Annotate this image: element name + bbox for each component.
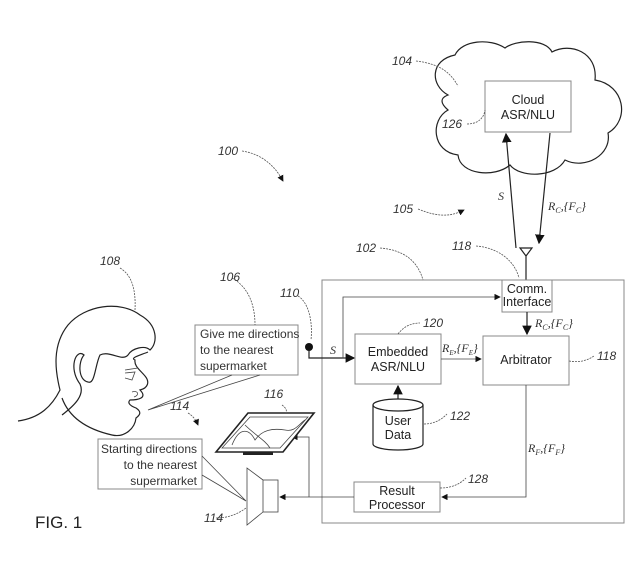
arbitrator-label: Arbitrator [500,353,551,367]
cloud-shape [434,41,623,175]
final-result-label: RF,{FF} [527,441,565,457]
response-bubble [97,438,203,490]
comm-interface-line2: Interface [503,295,552,309]
result-processor-line1: Result [379,484,415,498]
user-data-line2: Data [385,428,411,442]
ref-label-speech-bubble: 106 [220,270,240,284]
ref-label-output-devices: 114 [170,399,189,413]
embedded-asr-line1: Embedded [368,345,429,359]
cloud-asr-block [484,80,572,133]
response-bubble-line2: to the nearest [124,458,198,472]
ref-label-cloud: 104 [392,54,412,68]
ref-label-embedded-asr: 120 [423,316,443,330]
ref-label-user-data: 122 [450,409,470,423]
comm-interface-line1: Comm. [507,282,547,296]
cloud-asr-line2: ASR/NLU [501,108,555,122]
speech-bubble-line2: to the nearest [200,343,274,357]
microphone-icon [305,343,313,351]
speaker-icon [246,467,279,526]
response-bubble-line1: Starting directions [101,442,197,456]
embedded-asr-block [354,333,442,385]
cloud-asr-line1: Cloud [512,93,545,107]
result-processor-line2: Processor [369,498,425,512]
ref-label-display: 116 [264,387,283,401]
ref-label-result-processor: 128 [468,472,488,486]
cloud-result-label: RC,{FC} [547,199,586,215]
embedded-result-label: RE,{FE} [441,341,478,357]
ref-label-antenna: 118 [452,239,471,253]
speech-to-comm-arrow [342,293,501,358]
speech-bubble-line3: supermarket [200,359,267,373]
svg-text:RC,{FC}: RC,{FC} [547,199,586,215]
svg-text:RC,{FC}: RC,{FC} [534,316,573,332]
final-result-arrow [441,385,527,501]
display-icon [214,412,316,455]
speech-bubble [194,324,299,376]
speech-uplink-arrow [501,132,517,249]
ref-label-arbitrator: 118 [597,349,616,363]
ref-label-microphone: 110 [280,286,299,300]
svg-text:RE,{FE}: RE,{FE} [441,341,478,357]
arbitrator-block [482,335,570,386]
user-head-illustration [17,305,156,437]
speech-signal-label: S [330,343,336,357]
speech-bubble-line1: Give me directions [200,327,299,341]
ref-label-speaker: 114 [204,511,223,525]
cloud-result-downlink-arrow [535,132,551,245]
figure-label: FIG. 1 [35,513,82,532]
comm-result-label: RC,{FC} [534,316,573,332]
ref-label-cloud-asr: 126 [442,117,462,131]
uplink-signal-label: S [498,189,504,203]
user-data-line1: User [385,414,411,428]
ref-label-network: 105 [393,202,413,216]
output-to-display-arrow [291,433,310,497]
ref-label-system: 100 [218,144,238,158]
embedded-asr-line2: ASR/NLU [371,360,425,374]
result-processor-block [353,481,441,513]
ref-label-device: 102 [356,241,376,255]
ref-label-user: 108 [100,254,120,268]
response-bubble-line3: supermarket [130,474,197,488]
svg-text:RF,{FF}: RF,{FF} [527,441,565,457]
antenna-icon [518,247,534,280]
